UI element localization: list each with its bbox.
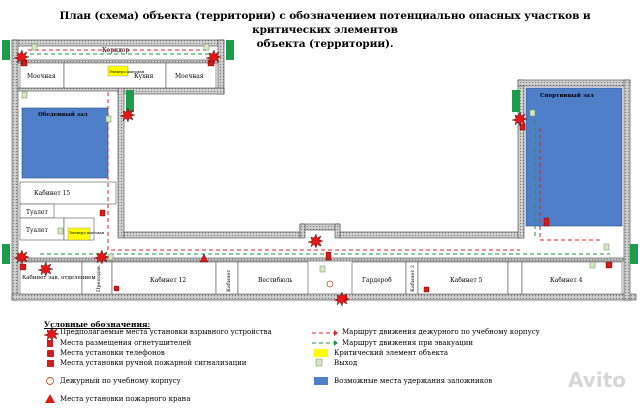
label-cabinet-head: Кабинет зав. отделением <box>22 274 96 281</box>
legend-exit: Выход <box>334 359 358 367</box>
legend-symbols <box>43 326 338 403</box>
label-washroom-left: Моечная <box>27 73 56 80</box>
dining-hall-hostage-area <box>21 107 109 179</box>
label-staff-room: Преподав. <box>96 264 102 292</box>
phone-icon <box>113 285 120 292</box>
legend-fire-hydrant: Места установки пожарного крана <box>60 395 191 403</box>
page-title: План (схема) объекта (территории) с обоз… <box>40 9 610 51</box>
legend-duty-post: Дежурный по учебному корпусу <box>60 377 181 385</box>
electrical-panel-bottom-marker <box>67 227 91 241</box>
sports-hall-hostage-area <box>525 87 623 227</box>
legend-fire-hydrant-icon <box>45 394 55 403</box>
label-el-panel-top: Электро щитовая <box>109 69 145 74</box>
label-cabinet-5: Кабинет 5 <box>450 277 483 284</box>
explosion-icon <box>205 49 222 65</box>
exit-sign-left-bottom <box>2 244 10 264</box>
explosion-icon <box>333 291 350 307</box>
evacuation-routes <box>30 53 610 255</box>
label-cabinet-2: Кабинет 2 <box>409 265 416 292</box>
extinguisher-icon <box>99 209 106 217</box>
label-el-panel-bottom: Электро щитовая <box>69 230 105 235</box>
exit-sign-right-wing <box>512 90 520 112</box>
label-dining-hall: Обеденный зал <box>38 111 88 118</box>
legend-fire-alarm: Места установки ручной пожарной сигнализ… <box>60 359 247 367</box>
legend-extinguisher-icon <box>47 340 53 347</box>
legend-fire-alarm-icon <box>47 360 54 367</box>
explosion-icon <box>119 107 136 123</box>
exit-sign-mid <box>126 90 134 112</box>
building-walls <box>11 39 637 301</box>
legend-extinguisher: Места размещения огнетушителей <box>60 339 192 347</box>
exit-markers <box>21 43 610 273</box>
exit-sign-top-right <box>226 40 234 60</box>
label-kitchen: Кухня <box>134 73 154 80</box>
explosive-markers <box>13 49 528 307</box>
legend-critical-element: Критический элемент объекта <box>334 349 449 357</box>
legend-hostage-swatch <box>314 377 328 385</box>
legend-duty-post-icon <box>46 377 54 385</box>
extinguisher-icon <box>605 261 613 269</box>
legend-phone: Места установки телефонов <box>60 349 165 357</box>
label-cabinet-small: Кабинет <box>225 270 232 292</box>
legend-phone-icon <box>47 350 54 357</box>
title-line-1: План (схема) объекта (территории) с обоз… <box>59 10 591 36</box>
extinguisher-icon <box>325 251 332 261</box>
explosion-icon <box>37 261 54 277</box>
label-wardrobe: Гардероб <box>362 277 392 284</box>
legend-hostage-place: Возможные места удержания заложников <box>334 377 493 385</box>
legend-explosive: Предполагаемые места установки взрывного… <box>60 328 272 336</box>
avito-watermark: Avito <box>568 368 626 392</box>
legend-title: Условные обозначения: <box>44 320 151 329</box>
phone-icon <box>19 263 27 271</box>
fire-hydrant-icon <box>199 253 209 263</box>
label-cabinet-12: Кабинет 12 <box>150 277 186 284</box>
legend-exit-icon <box>315 358 323 367</box>
label-toilet-1: Туалет <box>26 209 48 216</box>
duty-post-icon <box>326 280 334 288</box>
room-labels: Коридор Моечная Кухня Моечная Электро щи… <box>22 47 594 292</box>
exit-sign-right-bottom <box>630 244 638 264</box>
explosion-icon <box>307 233 324 249</box>
legend-critical-element-swatch <box>314 349 328 357</box>
legend-duty-route: Маршрут движения дежурного по учебному к… <box>342 328 540 336</box>
label-toilet-2: Туалет <box>26 227 48 234</box>
explosion-icon <box>13 49 30 65</box>
extinguisher-icon <box>519 123 526 131</box>
exit-sign-top-left <box>2 40 10 60</box>
duty-routes <box>28 49 600 251</box>
exit-signs <box>2 40 638 264</box>
legend-evacuation-route: Маршрут движения при эвакуации <box>342 339 474 347</box>
label-cabinet-4: Кабинет 4 <box>550 277 583 284</box>
label-vestibule: Вестибюль <box>258 277 293 284</box>
title-line-2: объекта (территории). <box>256 38 394 50</box>
explosion-icon <box>13 249 30 265</box>
explosion-icon <box>93 249 110 265</box>
label-sports-hall: Спортивный зал <box>540 92 594 99</box>
legend-explosion-icon <box>43 326 60 342</box>
electrical-panel-top-marker <box>107 65 129 77</box>
extinguisher-icon <box>543 217 550 227</box>
explosion-icon <box>511 111 528 127</box>
label-washroom-right: Моечная <box>175 73 204 80</box>
label-cabinet-15: Кабинет 15 <box>34 190 70 197</box>
alarm-icon <box>423 286 430 293</box>
